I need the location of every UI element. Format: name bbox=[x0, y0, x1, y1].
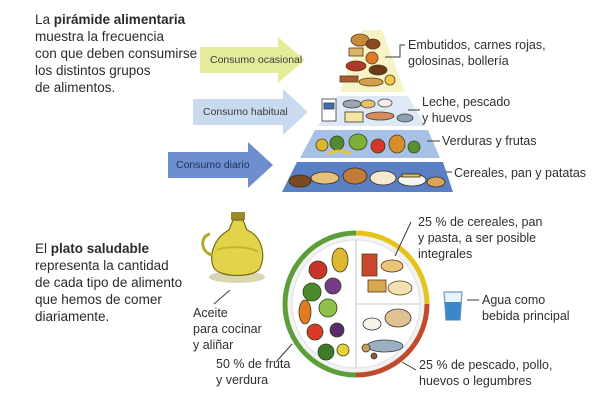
healthy-plate bbox=[201, 212, 479, 378]
plate-label-protein-line-2: huevos o legumbres bbox=[419, 374, 532, 388]
plate-label-oil-line-3: y aliñar bbox=[193, 338, 234, 352]
plate-intro-line-5: diariamente. bbox=[35, 309, 110, 324]
arrow-occasional-label: Consumo ocasional bbox=[210, 54, 303, 66]
plate-intro-line-3: de cada tipo de alimento bbox=[35, 275, 183, 290]
plate-label-oil: Aceite para cocinar y aliñar bbox=[193, 305, 262, 353]
plate-fruit-veg bbox=[298, 247, 350, 361]
pyramid-food-second bbox=[321, 98, 414, 123]
pyramid-label-second: Leche, pescado y huevos bbox=[422, 94, 510, 126]
arrow-daily-label: Consumo diario bbox=[176, 159, 250, 171]
plate-term: plato saludable bbox=[50, 241, 150, 256]
leader-cereals bbox=[394, 221, 412, 257]
plate-cereals bbox=[361, 253, 413, 296]
pyramid-intro-line-3: con que deben consumirse bbox=[35, 46, 198, 61]
pyramid-intro-line-2: muestra la frecuencia bbox=[35, 29, 165, 44]
plate-label-protein-line-1: 25 % de pescado, pollo, bbox=[419, 358, 553, 372]
arrow-habitual-label: Consumo habitual bbox=[203, 106, 288, 118]
pyramid-label-third: Verduras y frutas bbox=[442, 134, 537, 148]
plate-label-cereals-line-1: 25 % de cereales, pan bbox=[418, 215, 543, 229]
pyramid-intro-line-5: de alimentos. bbox=[35, 80, 116, 95]
food-pyramid bbox=[168, 30, 453, 192]
pyramid-food-top bbox=[339, 33, 396, 87]
plate-rim-red bbox=[355, 303, 430, 378]
oil-bottle-icon bbox=[201, 212, 265, 283]
pyramid-label-second-line-2: y huevos bbox=[422, 111, 473, 125]
plate-label-water: Agua como bebida principal bbox=[482, 292, 570, 324]
arrow-occasional bbox=[200, 37, 305, 83]
plate-label-fruit-line-1: 50 % de fruta bbox=[216, 357, 291, 371]
pyramid-label-base: Cereales, pan y patatas bbox=[454, 166, 587, 180]
pyramid-intro: La pirámide alimentaria muestra la frecu… bbox=[35, 11, 200, 96]
pyramid-label-top: Embutidos, carnes rojas, golosinas, boll… bbox=[408, 37, 546, 69]
pyramid-food-third bbox=[315, 133, 421, 156]
plate-label-oil-line-1: Aceite bbox=[193, 306, 228, 320]
plate-label-cereals-line-3: integrales bbox=[418, 247, 473, 261]
plate-label-oil-line-2: para cocinar bbox=[193, 322, 262, 336]
arrow-habitual bbox=[193, 89, 308, 135]
plate-intro-line-1: El plato saludable bbox=[35, 241, 150, 256]
plate-label-fruit: 50 % de fruta y verdura bbox=[216, 356, 290, 388]
plate-label-cereals: 25 % de cereales, pan y pasta, a ser pos… bbox=[418, 214, 542, 262]
leader-top bbox=[385, 44, 405, 58]
plate-label-protein: 25 % de pescado, pollo, huevos o legumbr… bbox=[419, 357, 552, 389]
pyramid-label-top-line-2: golosinas, bollería bbox=[408, 54, 509, 68]
pyramid-intro-line-1: La pirámide alimentaria bbox=[35, 12, 186, 27]
plate-rim-green bbox=[282, 230, 357, 378]
arrow-daily bbox=[168, 142, 273, 188]
water-glass-icon bbox=[443, 291, 463, 321]
plate-intro-line-4: que hemos de comer bbox=[35, 292, 162, 307]
pyramid-label-top-line-1: Embutidos, carnes rojas, bbox=[408, 38, 546, 52]
leader-protein bbox=[401, 361, 417, 371]
pyramid-intro-line-4: los distintos grupos bbox=[35, 63, 151, 78]
plate-label-cereals-line-2: y pasta, a ser posible bbox=[418, 231, 537, 245]
plate-rim-yellow bbox=[355, 230, 430, 305]
leader-oil bbox=[213, 289, 231, 305]
plate-label-fruit-line-2: y verdura bbox=[216, 373, 269, 387]
plate-label-water-line-1: Agua como bbox=[482, 293, 546, 307]
plate-intro-line-2: representa la cantidad bbox=[35, 258, 169, 273]
plate-protein bbox=[361, 308, 412, 360]
plate-intro: El plato saludable representa la cantida… bbox=[35, 240, 205, 325]
pyramid-label-second-line-1: Leche, pescado bbox=[422, 95, 511, 109]
leader-fruit bbox=[275, 343, 293, 363]
pyramid-term: pirámide alimentaria bbox=[53, 12, 186, 27]
pyramid-food-base bbox=[288, 167, 446, 188]
plate-label-water-line-2: bebida principal bbox=[482, 309, 570, 323]
